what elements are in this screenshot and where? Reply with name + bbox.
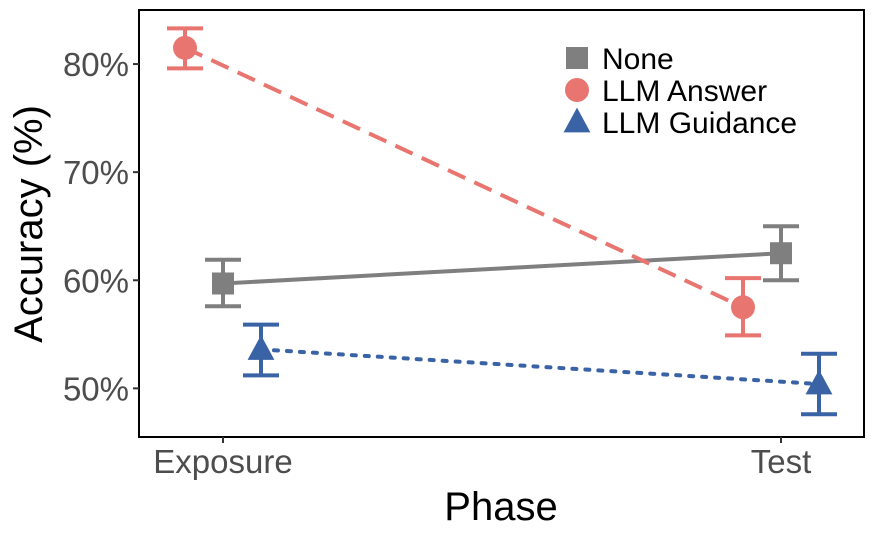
legend-marker (563, 107, 591, 133)
data-point (247, 335, 275, 360)
y-tick-label: 60% (63, 262, 129, 299)
legend-label: None (602, 43, 674, 76)
x-tick-label: Test (751, 443, 812, 480)
plot-layer (167, 26, 837, 417)
series-line (184, 46, 744, 310)
y-axis-title: Accuracy (%) (7, 105, 51, 343)
legend-marker (566, 47, 588, 69)
series-llm-answer (167, 26, 761, 338)
legend-marker (565, 78, 589, 102)
series-llm-guidance (243, 322, 837, 417)
x-tick-label: Exposure (153, 443, 292, 480)
legend-label: LLM Answer (602, 75, 767, 108)
data-point (212, 272, 234, 295)
data-point (173, 35, 197, 60)
legend-label: LLM Guidance (602, 107, 797, 140)
plot-panel-border (138, 9, 865, 438)
y-axis: 50% 60% 70% 80% (63, 46, 139, 407)
x-axis-title: Phase (444, 485, 557, 529)
series-line (222, 251, 782, 286)
data-point (770, 242, 792, 265)
legend-item: LLM Guidance (563, 107, 797, 140)
legend-item: LLM Answer (565, 75, 767, 108)
x-axis: Exposure Test (153, 437, 811, 480)
y-tick-label: 70% (63, 154, 129, 191)
data-point (731, 295, 755, 320)
series-line (259, 347, 821, 387)
legend-item: None (566, 43, 674, 76)
y-tick-label: 50% (63, 370, 129, 407)
series-none (205, 224, 799, 309)
y-tick-label: 80% (63, 46, 129, 83)
data-point (805, 369, 833, 395)
